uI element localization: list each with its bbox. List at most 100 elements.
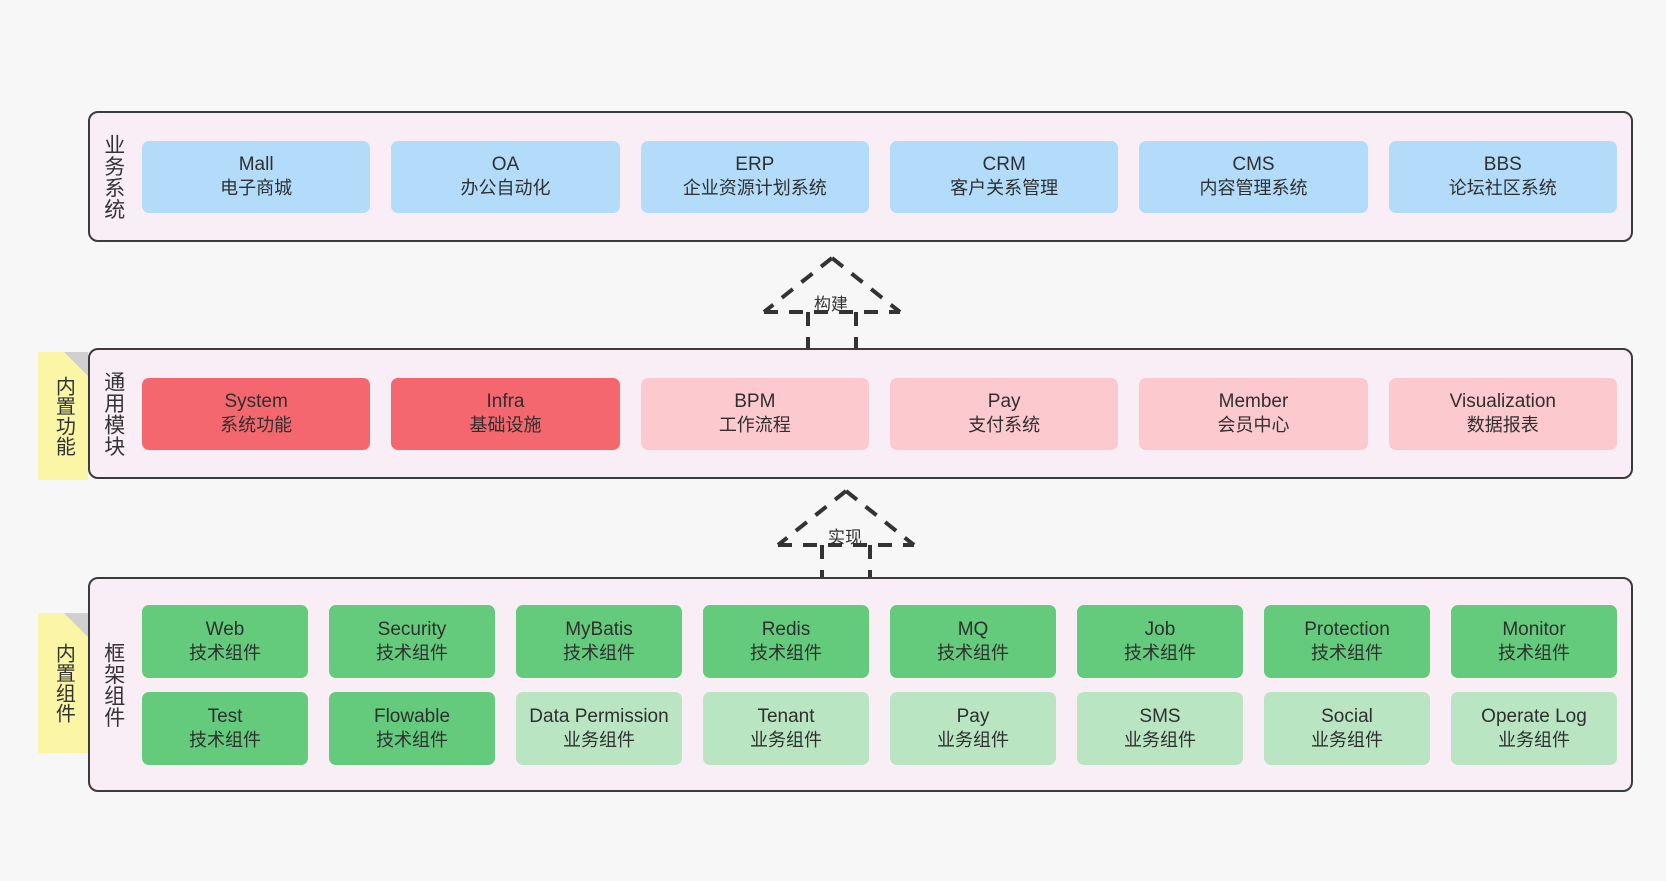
layer-body-common-modules: System 系统功能 Infra 基础设施 BPM 工作流程 Pay 支付系统… [136, 350, 1631, 477]
card-title-en: Monitor [1502, 618, 1566, 640]
card-title-cn: 内容管理系统 [1199, 178, 1308, 199]
card-title-en: Web [205, 618, 245, 640]
card-title-cn: 技术组件 [189, 642, 261, 663]
card-title-cn: 会员中心 [1217, 415, 1290, 436]
card-title-en: Protection [1304, 618, 1390, 640]
card-title-en: MQ [957, 618, 989, 640]
card-title-en: CRM [982, 154, 1026, 176]
card-title-en: CMS [1232, 154, 1275, 176]
card-title-en: BBS [1483, 154, 1522, 176]
card-monitor[interactable]: Monitor 技术组件 [1451, 604, 1617, 678]
card-title-en: Member [1218, 391, 1289, 413]
card-title-cn: 业务组件 [937, 729, 1009, 750]
card-title-en: Social [1321, 705, 1373, 727]
card-tenant[interactable]: Tenant 业务组件 [703, 691, 869, 765]
card-row: System 系统功能 Infra 基础设施 BPM 工作流程 Pay 支付系统… [142, 377, 1617, 450]
card-crm[interactable]: CRM 客户关系管理 [889, 140, 1119, 213]
card-title-en: SMS [1139, 705, 1181, 727]
card-oa[interactable]: OA 办公自动化 [391, 140, 620, 213]
layer-body-framework-components: Web 技术组件 Security 技术组件 MyBatis 技术组件 Redi… [136, 579, 1631, 790]
card-mybatis[interactable]: MyBatis 技术组件 [516, 604, 682, 678]
card-title-en: Security [377, 618, 447, 640]
card-title-cn: 技术组件 [376, 642, 448, 663]
card-title-en: Test [207, 705, 243, 727]
card-title-en: Mall [238, 154, 274, 176]
card-cms[interactable]: CMS 内容管理系统 [1139, 140, 1368, 213]
card-title-cn: 系统功能 [220, 415, 293, 436]
layer-framework-components: 框架组件 Web 技术组件 Security 技术组件 MyBatis 技术组件… [88, 577, 1633, 792]
layer-business-systems: 业务系统 Mall 电子商城 OA 办公自动化 ERP 企业资源计划系统 CRM… [88, 111, 1633, 242]
card-row: Mall 电子商城 OA 办公自动化 ERP 企业资源计划系统 CRM 客户关系… [142, 140, 1617, 213]
layer-body-business-systems: Mall 电子商城 OA 办公自动化 ERP 企业资源计划系统 CRM 客户关系… [136, 113, 1631, 240]
card-title-cn: 客户关系管理 [950, 178, 1059, 199]
card-row: Test 技术组件 Flowable 技术组件 Data Permission … [142, 691, 1617, 765]
card-protection[interactable]: Protection 技术组件 [1264, 604, 1430, 678]
card-title-en: Visualization [1449, 391, 1556, 413]
card-test[interactable]: Test 技术组件 [142, 691, 308, 765]
card-infra[interactable]: Infra 基础设施 [391, 377, 620, 450]
card-title-cn: 技术组件 [1124, 642, 1196, 663]
note-fold-corner-icon [64, 352, 88, 376]
card-title-cn: 支付系统 [968, 415, 1041, 436]
card-flowable[interactable]: Flowable 技术组件 [329, 691, 495, 765]
card-social[interactable]: Social 业务组件 [1264, 691, 1430, 765]
card-bbs[interactable]: BBS 论坛社区系统 [1388, 140, 1617, 213]
card-sms[interactable]: SMS 业务组件 [1077, 691, 1243, 765]
card-title-cn: 技术组件 [750, 642, 822, 663]
card-pay[interactable]: Pay 支付系统 [889, 377, 1119, 450]
card-title-cn: 业务组件 [563, 729, 635, 750]
card-title-cn: 技术组件 [1311, 642, 1383, 663]
card-title-en: Infra [486, 391, 525, 413]
card-title-cn: 业务组件 [750, 729, 822, 750]
card-title-en: BPM [734, 391, 776, 413]
note-fold-corner-icon [64, 613, 88, 637]
card-title-cn: 工作流程 [718, 415, 791, 436]
card-erp[interactable]: ERP 企业资源计划系统 [640, 140, 869, 213]
card-visualization[interactable]: Visualization 数据报表 [1388, 377, 1617, 450]
card-bpm[interactable]: BPM 工作流程 [640, 377, 869, 450]
card-title-en: MyBatis [565, 618, 633, 640]
layer-title-business-systems: 业务系统 [101, 133, 125, 220]
card-operate-log[interactable]: Operate Log 业务组件 [1451, 691, 1617, 765]
card-title-cn: 业务组件 [1124, 729, 1196, 750]
card-title-cn: 论坛社区系统 [1448, 178, 1557, 199]
card-title-cn: 业务组件 [1311, 729, 1383, 750]
card-title-cn: 基础设施 [469, 415, 542, 436]
card-row: Web 技术组件 Security 技术组件 MyBatis 技术组件 Redi… [142, 604, 1617, 678]
card-data-permission[interactable]: Data Permission 业务组件 [516, 691, 682, 765]
card-title-en: Redis [761, 618, 811, 640]
note-label: 内置组件 [52, 643, 75, 723]
card-redis[interactable]: Redis 技术组件 [703, 604, 869, 678]
card-title-en: System [224, 391, 288, 413]
card-title-en: Data Permission [529, 705, 669, 727]
card-title-cn: 企业资源计划系统 [682, 178, 827, 199]
card-title-cn: 技术组件 [189, 729, 261, 750]
card-title-en: Flowable [373, 705, 451, 727]
card-title-en: Pay [956, 705, 990, 727]
card-mq[interactable]: MQ 技术组件 [890, 604, 1056, 678]
card-title-cn: 办公自动化 [460, 178, 551, 199]
card-title-cn: 数据报表 [1466, 415, 1539, 436]
card-job[interactable]: Job 技术组件 [1077, 604, 1243, 678]
card-mall[interactable]: Mall 电子商城 [142, 140, 371, 213]
card-security[interactable]: Security 技术组件 [329, 604, 495, 678]
card-title-en: ERP [735, 154, 775, 176]
layer-title-framework-components: 框架组件 [101, 641, 125, 728]
card-member[interactable]: Member 会员中心 [1139, 377, 1368, 450]
card-title-en: Tenant [757, 705, 815, 727]
card-title-cn: 技术组件 [937, 642, 1009, 663]
card-pay-business[interactable]: Pay 业务组件 [890, 691, 1056, 765]
card-title-cn: 电子商城 [220, 178, 293, 199]
layer-title-common-modules: 通用模块 [101, 370, 125, 457]
card-title-en: Operate Log [1481, 705, 1587, 727]
card-title-cn: 业务组件 [1498, 729, 1570, 750]
card-system[interactable]: System 系统功能 [142, 377, 371, 450]
card-title-cn: 技术组件 [563, 642, 635, 663]
connector-label-build: 构建 [814, 295, 848, 314]
card-title-cn: 技术组件 [1498, 642, 1570, 663]
card-web[interactable]: Web 技术组件 [142, 604, 308, 678]
card-title-cn: 技术组件 [376, 729, 448, 750]
layer-common-modules: 通用模块 System 系统功能 Infra 基础设施 BPM 工作流程 Pay… [88, 348, 1633, 479]
card-title-en: Pay [987, 391, 1021, 413]
